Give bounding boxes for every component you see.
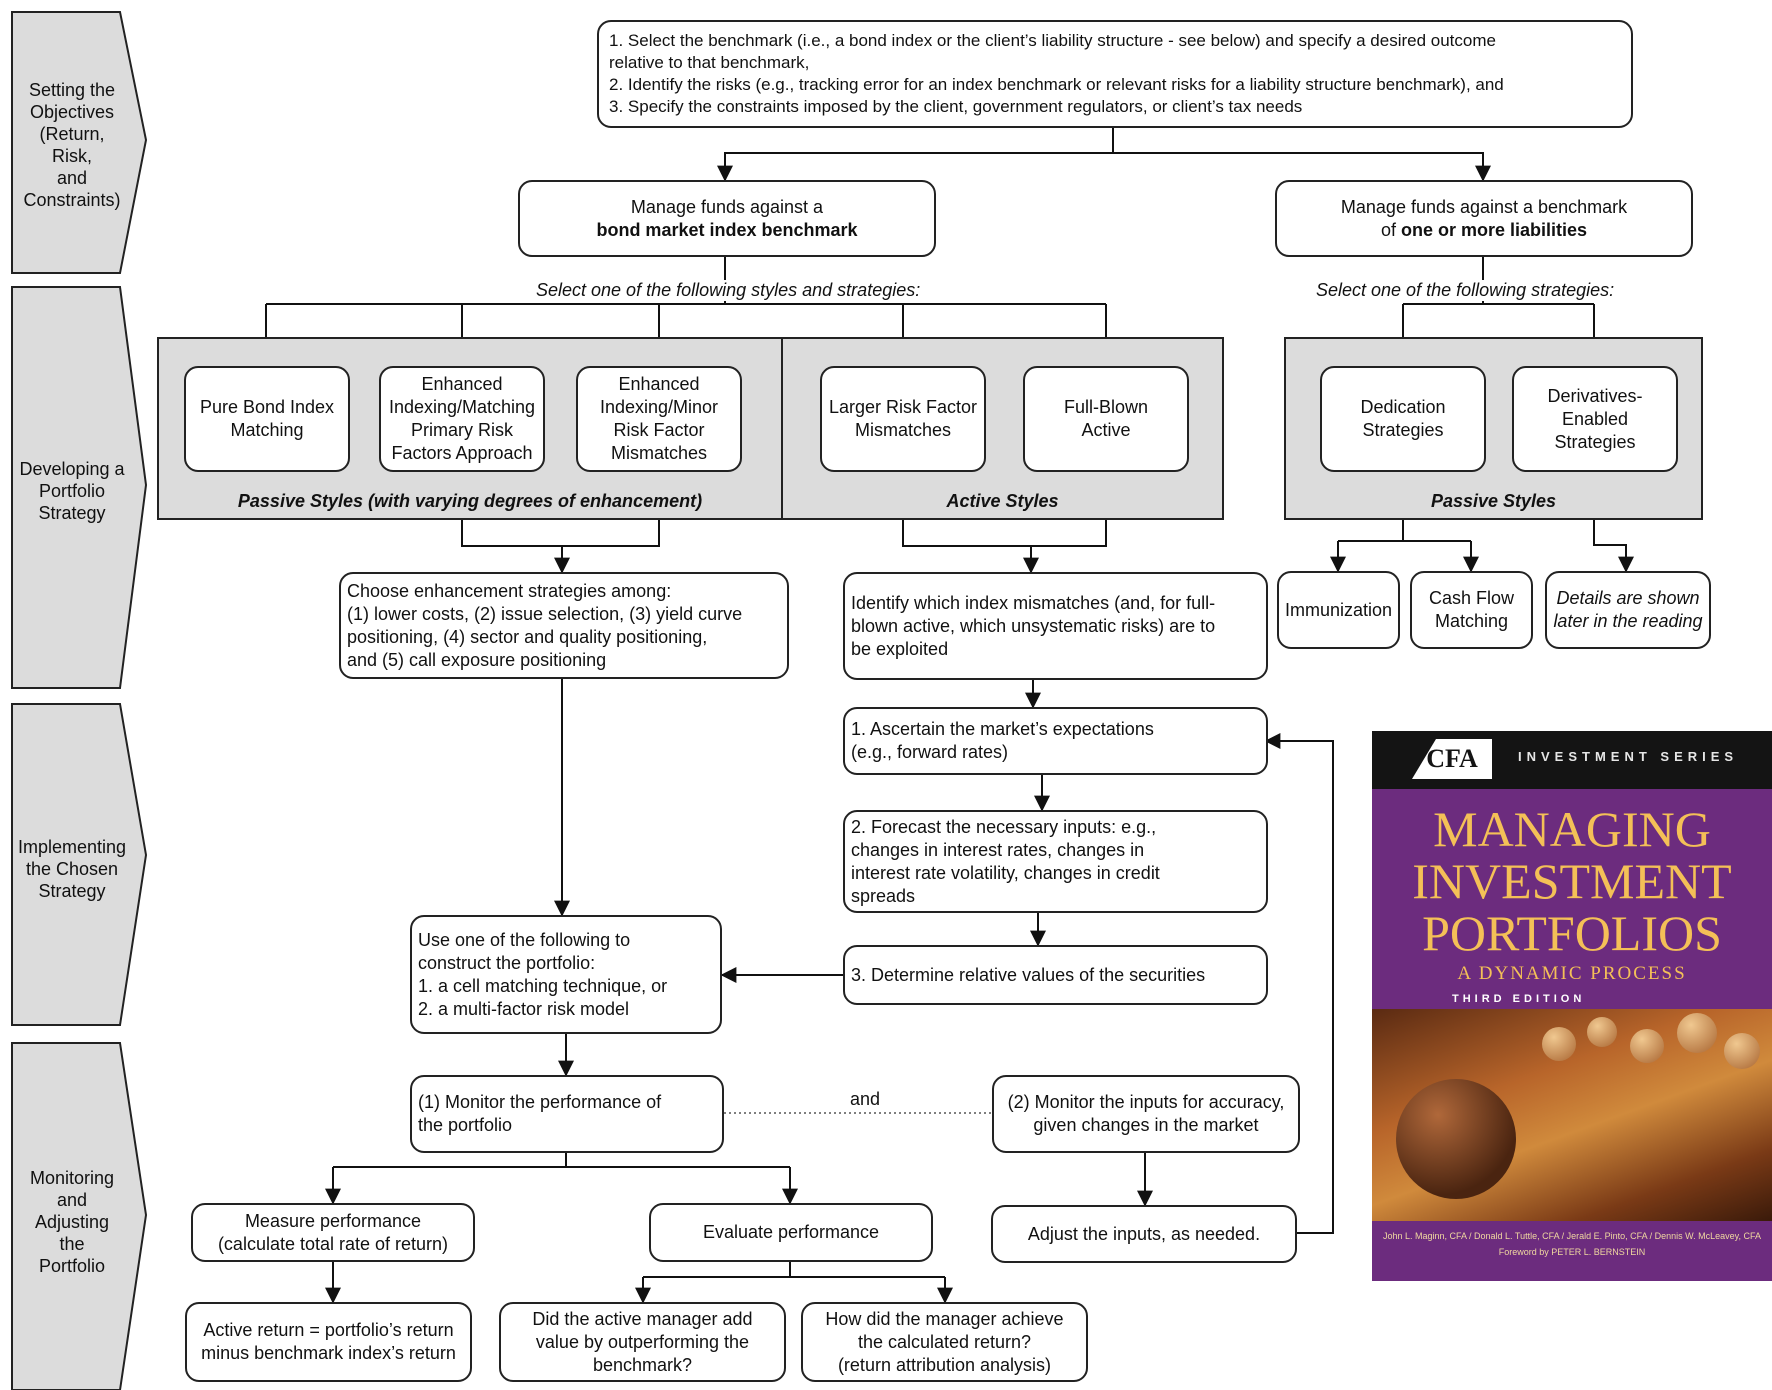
cash-flow-matching-box: Cash Flow Matching <box>1410 571 1533 649</box>
strategy-full-blown-active: Full-Blown Active <box>1023 366 1189 472</box>
added-value-question-box: Did the active manager add value by outp… <box>499 1302 786 1382</box>
step-determine-values: 3. Determine relative values of the secu… <box>843 945 1268 1005</box>
phase-chevron-implement <box>11 703 148 1026</box>
objective-item-1: 1. Select the benchmark (i.e., a bond in… <box>609 31 1496 72</box>
construct-portfolio-box: Use one of the following to construct th… <box>410 915 722 1034</box>
cover-bead <box>1677 1013 1717 1053</box>
strategy-derivatives-enabled: Derivatives- Enabled Strategies <box>1512 366 1678 472</box>
book-series-label: INVESTMENT SERIES <box>1518 749 1739 764</box>
index-mismatch-box: Identify which index mismatches (and, fo… <box>843 572 1268 680</box>
and-label: and <box>850 1089 881 1109</box>
cover-bead <box>1630 1029 1664 1063</box>
immunization-box: Immunization <box>1277 571 1400 649</box>
book-title: MANAGING INVESTMENT PORTFOLIOS <box>1412 801 1732 961</box>
liability-benchmark-box: Manage funds against a benchmark of one … <box>1275 180 1693 257</box>
phase-chevron-strategy <box>11 286 148 689</box>
monitor-performance-box: (1) Monitor the performance of the portf… <box>410 1075 724 1153</box>
active-return-box: Active return = portfolio’s return minus… <box>185 1302 472 1382</box>
strategy-pure-bond-index: Pure Bond Index Matching <box>184 366 350 472</box>
cover-sphere <box>1396 1079 1516 1199</box>
index-benchmark-plain: Manage funds against a <box>630 196 824 217</box>
monitor-inputs-box: (2) Monitor the inputs for accuracy, giv… <box>992 1075 1300 1153</box>
strategy-dedication: Dedication Strategies <box>1320 366 1486 472</box>
phase-label-monitor: Monitoring and Adjusting the Portfolio <box>29 1168 115 1276</box>
book-cover-photo <box>1372 1009 1772 1221</box>
active-styles-label: Active Styles <box>946 491 1059 511</box>
index-benchmark-box: Manage funds against a bond market index… <box>518 180 936 257</box>
liability-benchmark-bold: one or more liabilities <box>1400 219 1588 240</box>
phase-chevron-monitor <box>11 1042 148 1390</box>
phase-label-objectives: Setting the Objectives (Return, Risk, an… <box>23 80 121 210</box>
step-ascertain-expectations: 1. Ascertain the market’s expectations (… <box>843 707 1268 775</box>
return-attribution-box: How did the manager achieve the calculat… <box>801 1302 1088 1382</box>
index-benchmark-bold: bond market index benchmark <box>596 219 858 240</box>
objective-item-3: 3. Specify the constraints imposed by th… <box>609 97 1303 116</box>
liability-benchmark-plain: Manage funds against a benchmark of <box>1340 196 1628 240</box>
objectives-box: 1. Select the benchmark (i.e., a bond in… <box>597 20 1633 128</box>
phase-label-implement: Implementing the Chosen Strategy <box>17 837 127 901</box>
book-subtitle: A DYNAMIC PROCESS <box>1457 963 1687 984</box>
cover-bead <box>1542 1027 1576 1061</box>
book-cover-image: CFA INVESTMENT SERIES MANAGING INVESTMEN… <box>1372 731 1772 1281</box>
strategy-larger-risk-mismatch: Larger Risk Factor Mismatches <box>820 366 986 472</box>
phase-chevron-objectives <box>11 11 148 274</box>
adjust-inputs-box: Adjust the inputs, as needed. <box>991 1205 1297 1263</box>
book-foreword: Foreword by PETER L. BERNSTEIN <box>1498 1247 1646 1257</box>
passive-styles-index-label: Passive Styles (with varying degrees of … <box>237 491 703 511</box>
objective-item-2: 2. Identify the risks (e.g., tracking er… <box>609 75 1504 94</box>
passive-styles-liability-label: Passive Styles <box>1430 491 1557 511</box>
cover-bead <box>1724 1033 1760 1069</box>
enhancement-strategies-box: Choose enhancement strategies among: (1)… <box>339 572 789 679</box>
book-edition: THIRD EDITION <box>1452 993 1586 1005</box>
phase-label-strategy: Developing a Portfolio Strategy <box>19 459 125 523</box>
strategy-enhanced-primary-risk: Enhanced Indexing/Matching Primary Risk … <box>379 366 545 472</box>
step-forecast-inputs: 2. Forecast the necessary inputs: e.g., … <box>843 810 1268 913</box>
index-select-label: Select one of the following styles and s… <box>532 280 925 301</box>
book-authors: John L. Maginn, CFA / Donald L. Tuttle, … <box>1382 1231 1761 1241</box>
measure-performance-box: Measure performance (calculate total rat… <box>191 1203 475 1262</box>
details-later-box: Details are shown later in the reading <box>1545 571 1711 649</box>
liability-select-label: Select one of the following strategies: <box>1312 280 1619 301</box>
strategy-enhanced-minor-mismatch: Enhanced Indexing/Minor Risk Factor Mism… <box>576 366 742 472</box>
evaluate-performance-box: Evaluate performance <box>649 1203 933 1262</box>
cover-bead <box>1587 1017 1617 1047</box>
